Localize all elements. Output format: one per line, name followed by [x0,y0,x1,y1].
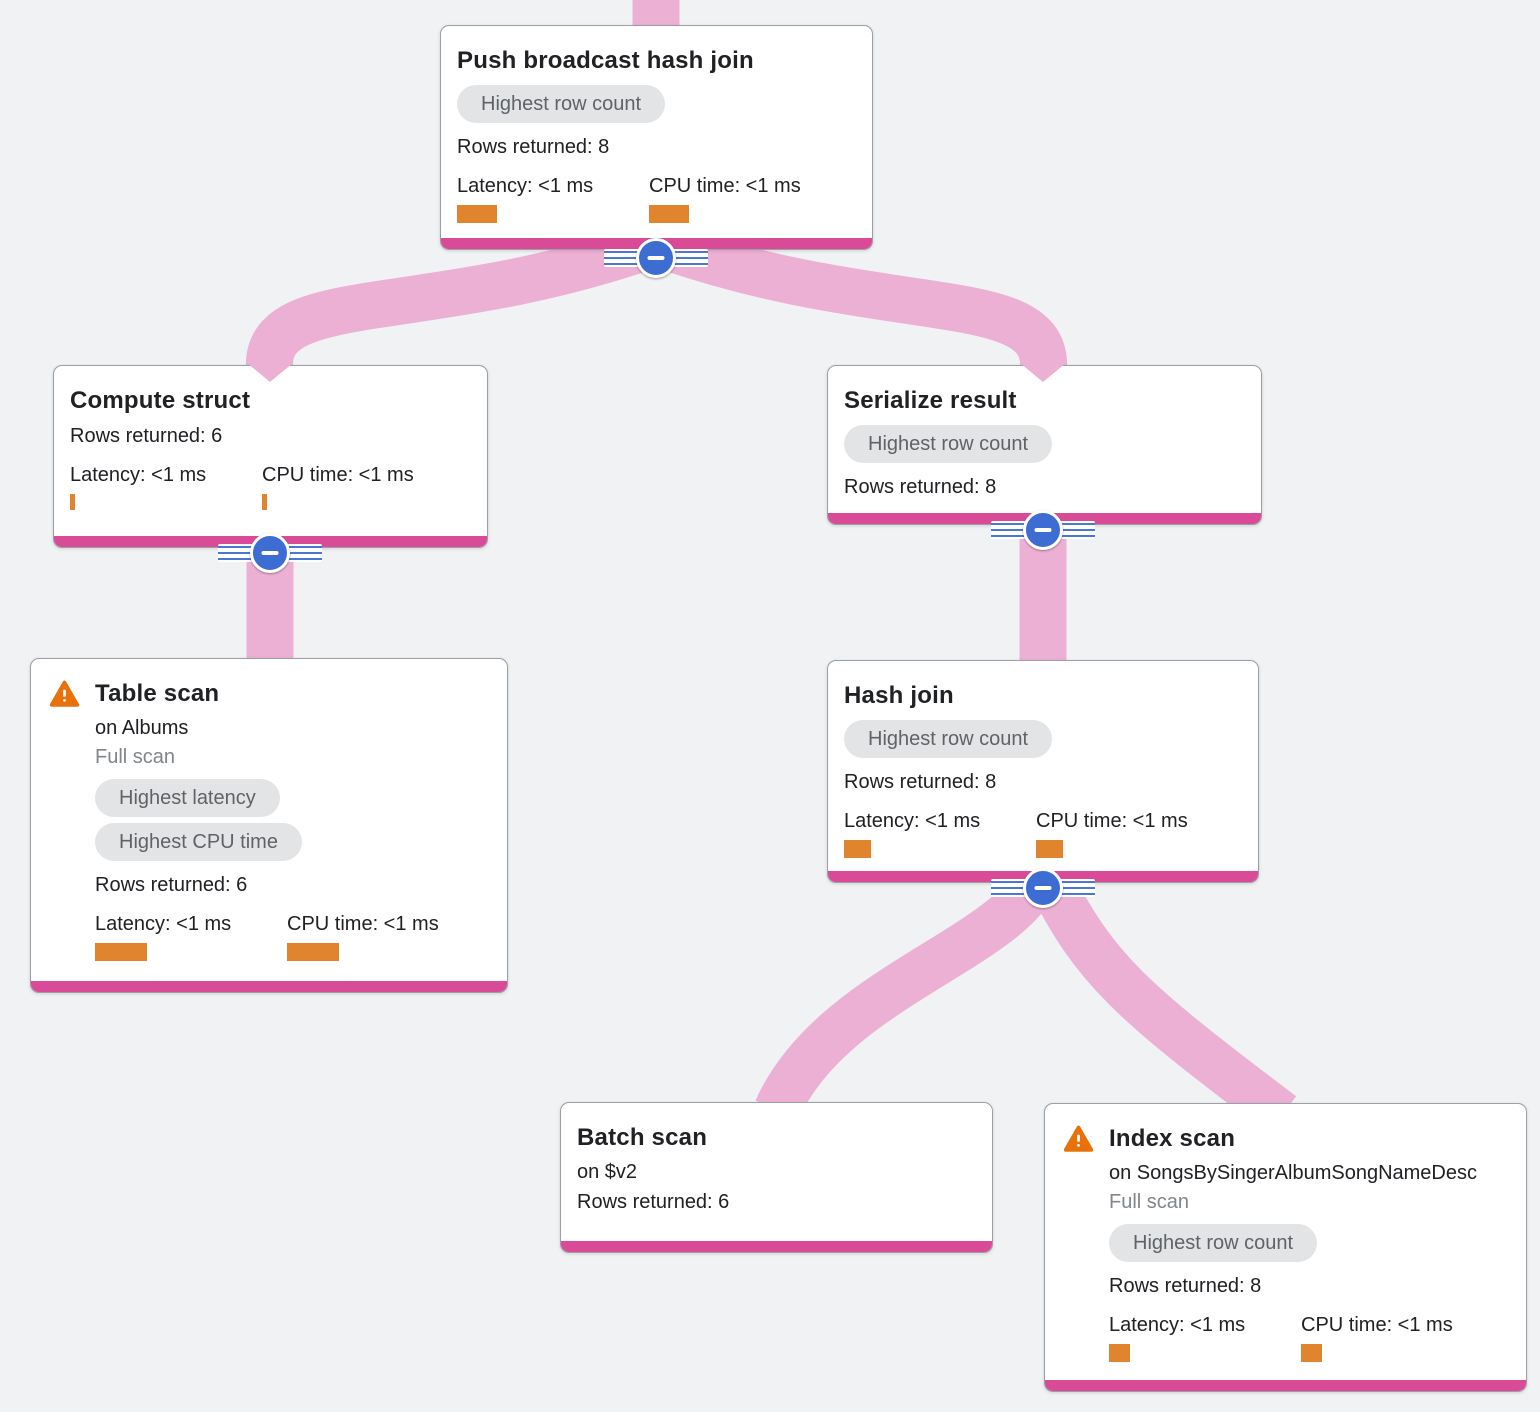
latency-bar [95,943,147,961]
scan-type-label: Full scan [95,746,176,768]
node-accent-bar [561,1241,992,1252]
minus-circle-icon [1023,510,1063,550]
minus-circle-icon [250,533,290,573]
latency-bar [1109,1344,1130,1362]
latency-bar [457,205,497,223]
cpu-time-label: CPU time: <1 ms [649,175,801,197]
badge-highest-row-count: Highest row count [844,720,1053,758]
rows-returned-label: Rows returned: 6 [577,1191,730,1213]
scan-type-label: Full scan [1109,1191,1190,1213]
scan-target-label: on $v2 [577,1161,638,1183]
cpu-time-bar [649,205,689,223]
cpu-time-label: CPU time: <1 ms [1301,1314,1453,1336]
rows-returned-label: Rows returned: 8 [1109,1275,1262,1297]
cpu-time-bar [1036,840,1063,858]
edge-hash-join-to-batch-scan [755,866,1059,1121]
badge-highest-cpu-time: Highest CPU time [95,823,302,861]
latency-bar [70,494,75,510]
rows-returned-label: Rows returned: 8 [844,476,997,498]
cpu-time-label: CPU time: <1 ms [262,464,414,486]
node-title: Batch scan [577,1124,708,1151]
scan-target-label: on Albums [95,717,189,739]
node-title: Compute struct [70,387,251,414]
latency-label: Latency: <1 ms [1109,1314,1246,1336]
node-table-scan[interactable]: Table scan on Albums Full scan Highest l… [30,658,508,993]
badge-highest-row-count: Highest row count [457,85,666,123]
minus-circle-icon [1023,868,1063,908]
rows-returned-label: Rows returned: 8 [844,771,997,793]
cpu-time-bar [1301,1344,1322,1362]
cpu-time-label: CPU time: <1 ms [287,913,439,935]
node-title: Hash join [844,682,954,709]
latency-label: Latency: <1 ms [457,175,594,197]
node-title: Push broadcast hash join [457,47,754,74]
scan-target-label: on SongsBySingerAlbumSongNameDesc [1109,1162,1477,1184]
cpu-time-bar [287,943,339,961]
warning-icon [49,680,80,708]
edge-hash-join-to-index-scan [1027,867,1297,1134]
cpu-time-bar [262,494,267,510]
rows-returned-label: Rows returned: 6 [70,425,223,447]
minus-circle-icon [636,238,676,278]
node-batch-scan[interactable]: Batch scan on $v2 Rows returned: 6 [560,1102,993,1253]
node-push-broadcast-hash-join[interactable]: Push broadcast hash join Highest row cou… [440,25,873,250]
collapse-button-compute-struct[interactable] [218,532,322,574]
rows-returned-label: Rows returned: 6 [95,874,248,896]
warning-icon [1063,1125,1094,1153]
node-serialize-result[interactable]: Serialize result Highest row count Rows … [827,365,1262,525]
badge-highest-row-count: Highest row count [1109,1224,1318,1262]
rows-returned-label: Rows returned: 8 [457,136,610,158]
node-title: Index scan [1109,1125,1236,1152]
latency-label: Latency: <1 ms [844,810,981,832]
collapse-button-serialize-result[interactable] [991,509,1095,551]
badge-highest-latency: Highest latency [95,779,280,817]
node-title: Table scan [95,680,220,707]
latency-label: Latency: <1 ms [70,464,207,486]
edge-root-to-compute-struct [245,223,656,378]
collapse-button-hash-join[interactable] [991,867,1095,909]
node-accent-bar [31,981,507,992]
node-hash-join[interactable]: Hash join Highest row count Rows returne… [827,660,1259,883]
badge-highest-row-count: Highest row count [844,425,1053,463]
node-compute-struct[interactable]: Compute struct Rows returned: 6 Latency:… [53,365,488,548]
collapse-button-push-broadcast-hash-join[interactable] [604,237,708,279]
edge-root-to-serialize-result [657,223,1068,378]
latency-label: Latency: <1 ms [95,913,232,935]
latency-bar [844,840,871,858]
node-accent-bar [1045,1380,1526,1391]
node-title: Serialize result [844,387,1017,414]
cpu-time-label: CPU time: <1 ms [1036,810,1188,832]
node-index-scan[interactable]: Index scan on SongsBySingerAlbumSongName… [1044,1103,1527,1392]
